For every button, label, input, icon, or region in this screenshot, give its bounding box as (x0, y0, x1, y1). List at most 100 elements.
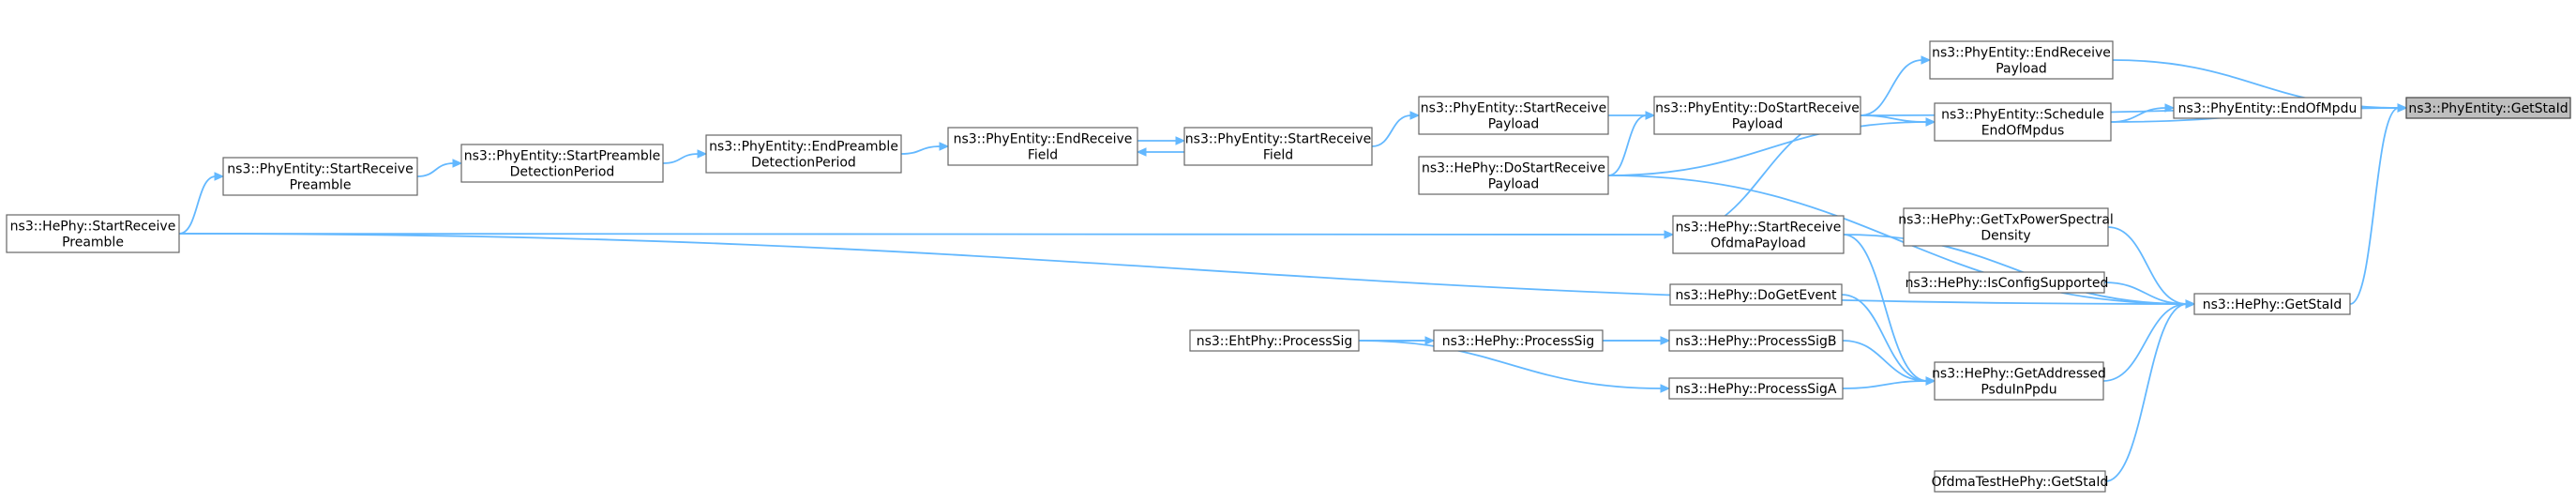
node-eht_procsig[interactable]: ns3::EhtPhy::ProcessSig (1189, 329, 1360, 352)
node-label: ns3::HePhy::ProcessSigB (1675, 334, 1836, 349)
node-label: DetectionPeriod (510, 165, 615, 180)
edge-arrowhead (2397, 103, 2408, 113)
node-pe_endofmpdu[interactable]: ns3::PhyEntity::EndOfMpdu (2173, 97, 2362, 119)
edge-arrowhead (1136, 147, 1147, 157)
node-pe_startpre[interactable]: ns3::PhyEntity::StartPreambleDetectionPe… (460, 144, 664, 183)
node-label: Payload (1488, 117, 1540, 132)
node-label: ns3::PhyEntity::StartPreamble (464, 149, 660, 164)
node-label: ns3::HePhy::IsConfigSupported (1906, 276, 2109, 291)
node-box (2405, 97, 2571, 119)
edge-arrowhead (1175, 136, 1186, 145)
node-ofdma_getstaid[interactable]: OfdmaTestHePhy::GetStaId (1932, 470, 2109, 493)
edge-he_startofdma-to-he_getstaid (1843, 234, 2188, 305)
edge-arrowhead (214, 172, 225, 181)
node-label: ns3::HePhy::DoGetEvent (1675, 288, 1837, 303)
node-he_getstaid[interactable]: ns3::HePhy::GetStaId (2193, 293, 2351, 315)
node-label: Field (1028, 148, 1058, 163)
node-label: EndOfMpdus (1981, 124, 2065, 139)
edge-he_dostartrecp-to-pe_dostartrecp (1607, 114, 1648, 176)
node-he_procsig[interactable]: ns3::HePhy::ProcessSig (1433, 329, 1604, 352)
edge-pe_startpre-to-pe_endpre (662, 153, 700, 164)
node-box (1908, 271, 2105, 294)
edge-he_getstaid-to-root (2349, 107, 2400, 305)
node-box (1934, 470, 2106, 493)
node-label: Preamble (62, 236, 124, 251)
edge-arrowhead (1645, 111, 1656, 120)
node-box (1668, 377, 1844, 400)
node-box (6, 214, 180, 253)
node-label: OfdmaTestHePhy::GetStaId (1932, 475, 2109, 490)
edge-arrowhead (452, 159, 463, 168)
node-label: ns3::HePhy::GetAddressed (1932, 367, 2106, 382)
node-label: Field (1263, 148, 1293, 163)
node-box (460, 144, 664, 183)
node-label: ns3::PhyEntity::GetStaId (2408, 101, 2568, 116)
node-he_isconfig[interactable]: ns3::HePhy::IsConfigSupported (1906, 271, 2109, 294)
edge-pe_startrecpre-to-pe_startpre (416, 162, 455, 177)
node-box (1669, 283, 1843, 306)
node-label: ns3::HePhy::ProcessSig (1442, 334, 1594, 349)
node-label: Payload (1488, 177, 1540, 192)
edge-he_getaddr-to-he_getstaid (2102, 303, 2188, 382)
edge-arrowhead (1660, 384, 1671, 393)
node-label: ns3::PhyEntity::Schedule (1941, 108, 2104, 123)
node-he_procsigb[interactable]: ns3::HePhy::ProcessSigB (1668, 329, 1844, 352)
node-box (2173, 97, 2362, 119)
node-box (1653, 96, 1861, 135)
edge-he_startofdma-to-he_getaddr (1843, 234, 1928, 382)
node-box (222, 157, 418, 196)
node-box (1183, 127, 1373, 166)
node-label: ns3::HePhy::StartReceive (10, 220, 176, 235)
edge-arrowhead (1664, 230, 1675, 239)
edge-arrowhead (939, 142, 950, 151)
node-box (1929, 40, 2114, 80)
edge-arrowhead (1660, 336, 1671, 345)
node-he_dogetevent[interactable]: ns3::HePhy::DoGetEvent (1669, 283, 1843, 306)
node-label: ns3::HePhy::GetStaId (2203, 297, 2343, 312)
node-box (1672, 215, 1845, 254)
node-label: ns3::PhyEntity::DoStartReceive (1655, 101, 1860, 116)
node-box (1418, 96, 1609, 135)
node-label: ns3::PhyEntity::StartReceive (227, 162, 413, 177)
node-pe_endpre[interactable]: ns3::PhyEntity::EndPreambleDetectionPeri… (705, 134, 902, 174)
edge-pe_endpre-to-pe_endrecf (900, 145, 942, 155)
node-label: DetectionPeriod (751, 156, 856, 171)
edge-arrowhead (2164, 103, 2176, 113)
edges-layer (178, 55, 2408, 482)
node-he_procsiga[interactable]: ns3::HePhy::ProcessSigA (1668, 377, 1844, 400)
edge-arrowhead (1424, 336, 1436, 345)
edge-he_dostartrecp-to-he_getstaid (1607, 175, 2188, 305)
edge-pe_startrecf-to-pe_startrecp (1371, 114, 1412, 147)
edge-he_startrecpre-to-he_getstaid (178, 233, 2188, 305)
node-label: PsduInPpdu (1981, 383, 2056, 398)
node-box (2193, 293, 2351, 315)
node-label: ns3::HePhy::GetTxPowerSpectral (1898, 213, 2114, 228)
edge-he_dogetevent-to-he_getaddr (1841, 294, 1928, 382)
node-box (1433, 329, 1604, 352)
node-box (1189, 329, 1360, 352)
node-label: ns3::HePhy::StartReceive (1676, 221, 1842, 236)
node-label: OfdmaPayload (1710, 236, 1806, 251)
edge-pe_dostartrecp-to-pe_schedeom (1860, 114, 1928, 123)
edge-he_gettxpsd-to-he_getstaid (2107, 226, 2188, 305)
node-root[interactable]: ns3::PhyEntity::GetStaId (2405, 97, 2571, 119)
node-box (1668, 329, 1844, 352)
edge-arrowhead (1921, 55, 1932, 65)
edge-pe_dostartrecp-to-pe_endrecpayload (1860, 59, 1923, 116)
nodes-layer: ns3::PhyEntity::GetStaIdns3::PhyEntity::… (6, 40, 2571, 493)
node-label: ns3::PhyEntity::EndOfMpdu (2178, 101, 2358, 116)
edge-arrowhead (1925, 117, 1936, 127)
